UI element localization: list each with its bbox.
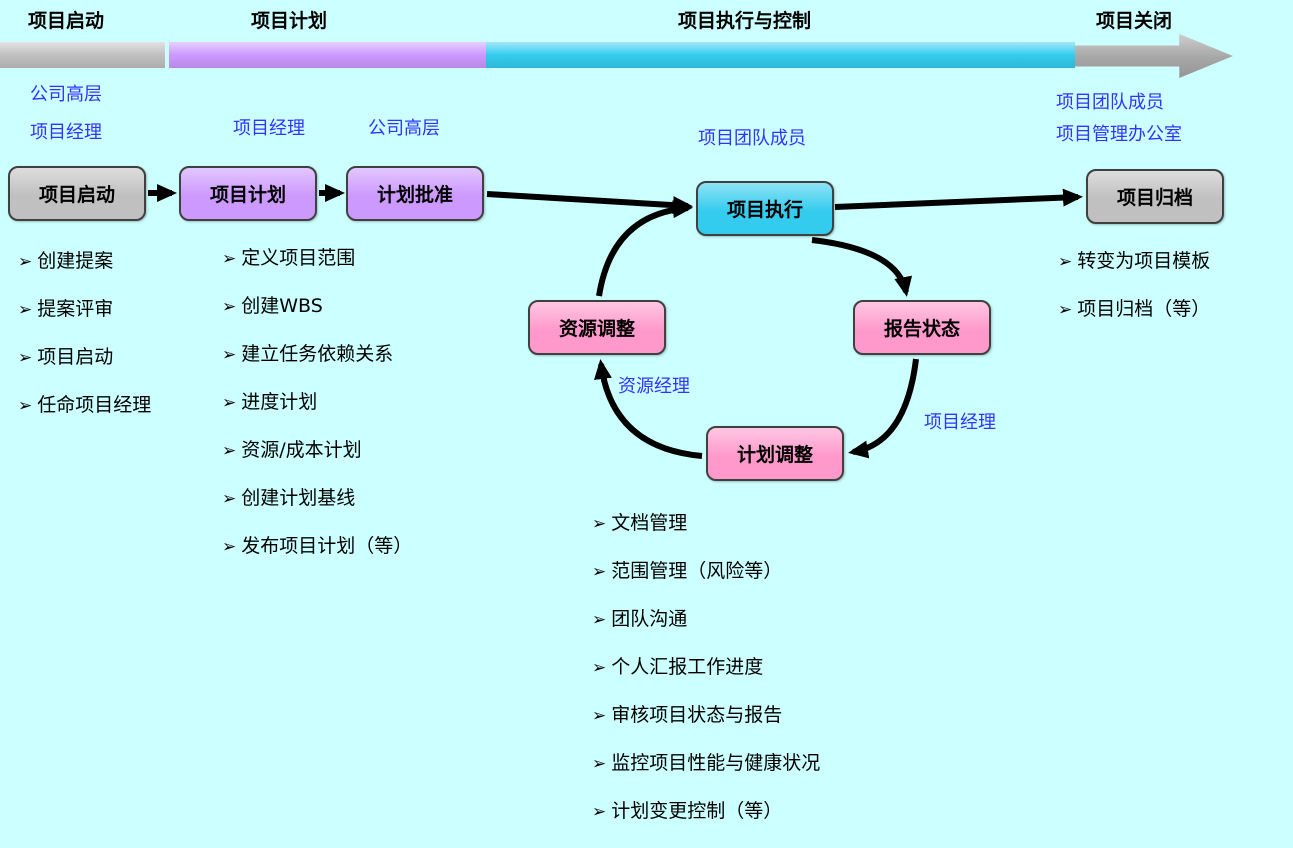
list-item: ➢ 范围管理（风险等） <box>592 560 820 584</box>
role-label-company-executives-left: 公司高层 <box>30 84 102 105</box>
flow-box-execute: 项目执行 <box>696 181 834 236</box>
arrow-execute-to-archive <box>834 188 1083 210</box>
flow-box-resource-adjust: 资源调整 <box>528 300 666 355</box>
bullet-arrow-icon: ➢ <box>18 396 33 416</box>
role-label-company-executives-approve: 公司高层 <box>368 118 440 139</box>
arrow-report-to-planadjust <box>848 358 919 459</box>
list-item: ➢ 文档管理 <box>592 512 820 536</box>
list-item: ➢ 定义项目范围 <box>222 247 412 271</box>
list-item: ➢ 个人汇报工作进度 <box>592 656 820 680</box>
list-item: ➢ 建立任务依赖关系 <box>222 343 412 367</box>
list-item: ➢ 创建计划基线 <box>222 487 412 511</box>
list-item: ➢ 创建提案 <box>18 250 151 274</box>
bullet-arrow-icon: ➢ <box>592 706 607 726</box>
bullet-arrow-icon: ➢ <box>222 345 237 365</box>
role-label-resource-manager: 资源经理 <box>618 376 690 397</box>
list-item: ➢ 资源/成本计划 <box>222 439 412 463</box>
phase-header-closure: 项目关闭 <box>1096 10 1173 32</box>
list-item-text: 文档管理 <box>611 512 688 534</box>
bullet-arrow-icon: ➢ <box>1058 300 1073 320</box>
list-item-text: 定义项目范围 <box>241 247 356 269</box>
list-item-text: 团队沟通 <box>611 608 688 630</box>
list-item-text: 创建提案 <box>37 250 114 272</box>
list-item-text: 项目归档（等） <box>1077 298 1211 320</box>
list-item: ➢ 团队沟通 <box>592 608 820 632</box>
timeline-bar-execution <box>486 42 1075 68</box>
flow-box-report-status: 报告状态 <box>853 300 991 355</box>
bullet-arrow-icon: ➢ <box>592 562 607 582</box>
list-item-text: 监控项目性能与健康状况 <box>611 752 821 774</box>
list-item: ➢ 提案评审 <box>18 298 151 322</box>
bullet-arrow-icon: ➢ <box>18 252 33 272</box>
list-item: ➢ 转变为项目模板 <box>1058 250 1210 274</box>
flow-box-archive: 项目归档 <box>1086 169 1224 224</box>
arrow-resource-to-execute <box>596 200 693 297</box>
flow-box-plan: 项目计划 <box>179 166 317 221</box>
phase-header-initiation: 项目启动 <box>28 10 105 32</box>
list-item: ➢ 发布项目计划（等） <box>222 535 412 559</box>
list-item-text: 计划变更控制（等） <box>611 800 783 822</box>
arrow-approve-to-execute <box>486 191 693 215</box>
timeline-arrow-closure <box>1075 34 1233 78</box>
list-item: ➢ 监控项目性能与健康状况 <box>592 752 820 776</box>
bullet-arrow-icon: ➢ <box>592 658 607 678</box>
list-item-text: 转变为项目模板 <box>1077 250 1211 272</box>
list-item: ➢ 项目启动 <box>18 346 151 370</box>
list-item: ➢ 进度计划 <box>222 391 412 415</box>
list-item-text: 任命项目经理 <box>37 394 152 416</box>
list-item: ➢ 创建WBS <box>222 295 412 319</box>
list-item: ➢ 审核项目状态与报告 <box>592 704 820 728</box>
timeline-bar-initiation <box>0 42 165 68</box>
flow-box-plan-adjust: 计划调整 <box>706 426 844 481</box>
list-item-text: 创建计划基线 <box>241 487 356 509</box>
bullet-arrow-icon: ➢ <box>222 393 237 413</box>
arrow-execute-to-report <box>811 237 913 297</box>
bullet-arrow-icon: ➢ <box>222 489 237 509</box>
phase-header-planning: 项目计划 <box>251 10 328 32</box>
flow-box-initiate: 项目启动 <box>8 166 146 221</box>
bullet-arrow-icon: ➢ <box>222 441 237 461</box>
bullet-arrow-icon: ➢ <box>592 610 607 630</box>
list-item-text: 创建WBS <box>241 295 323 317</box>
role-label-project-manager-planning: 项目经理 <box>233 118 305 139</box>
list-planning-tasks: ➢ 定义项目范围 ➢ 创建WBS ➢ 建立任务依赖关系 ➢ 进度计划 ➢ 资源/… <box>222 247 412 583</box>
list-item-text: 发布项目计划（等） <box>241 535 413 557</box>
bullet-arrow-icon: ➢ <box>222 297 237 317</box>
list-initiation-tasks: ➢ 创建提案 ➢ 提案评审 ➢ 项目启动 ➢ 任命项目经理 <box>18 250 151 442</box>
list-item-text: 审核项目状态与报告 <box>611 704 783 726</box>
role-label-team-members-closure: 项目团队成员 <box>1056 92 1164 113</box>
bullet-arrow-icon: ➢ <box>18 348 33 368</box>
list-item: ➢ 项目归档（等） <box>1058 298 1210 322</box>
bullet-arrow-icon: ➢ <box>222 537 237 557</box>
list-item-text: 范围管理（风险等） <box>611 560 783 582</box>
bullet-arrow-icon: ➢ <box>18 300 33 320</box>
bullet-arrow-icon: ➢ <box>1058 252 1073 272</box>
bullet-arrow-icon: ➢ <box>222 249 237 269</box>
list-item-text: 建立任务依赖关系 <box>241 343 394 365</box>
role-label-pmo: 项目管理办公室 <box>1056 124 1182 145</box>
list-item: ➢ 计划变更控制（等） <box>592 800 820 824</box>
list-item-text: 资源/成本计划 <box>241 439 362 461</box>
timeline-bar-planning <box>169 42 486 68</box>
list-closure-tasks: ➢ 转变为项目模板 ➢ 项目归档（等） <box>1058 250 1210 346</box>
phase-header-execution: 项目执行与控制 <box>678 10 812 32</box>
list-item-text: 项目启动 <box>37 346 114 368</box>
list-item-text: 进度计划 <box>241 391 318 413</box>
list-item: ➢ 任命项目经理 <box>18 394 151 418</box>
bullet-arrow-icon: ➢ <box>592 802 607 822</box>
list-execution-tasks: ➢ 文档管理 ➢ 范围管理（风险等） ➢ 团队沟通 ➢ 个人汇报工作进度 ➢ 审… <box>592 512 820 848</box>
bullet-arrow-icon: ➢ <box>592 754 607 774</box>
list-item-text: 个人汇报工作进度 <box>611 656 764 678</box>
role-label-team-members-execution: 项目团队成员 <box>698 128 806 149</box>
role-label-project-manager-left: 项目经理 <box>30 122 102 143</box>
bullet-arrow-icon: ➢ <box>592 514 607 534</box>
flow-box-approve: 计划批准 <box>346 166 484 221</box>
list-item-text: 提案评审 <box>37 298 114 320</box>
role-label-project-manager-cycle: 项目经理 <box>924 412 996 433</box>
